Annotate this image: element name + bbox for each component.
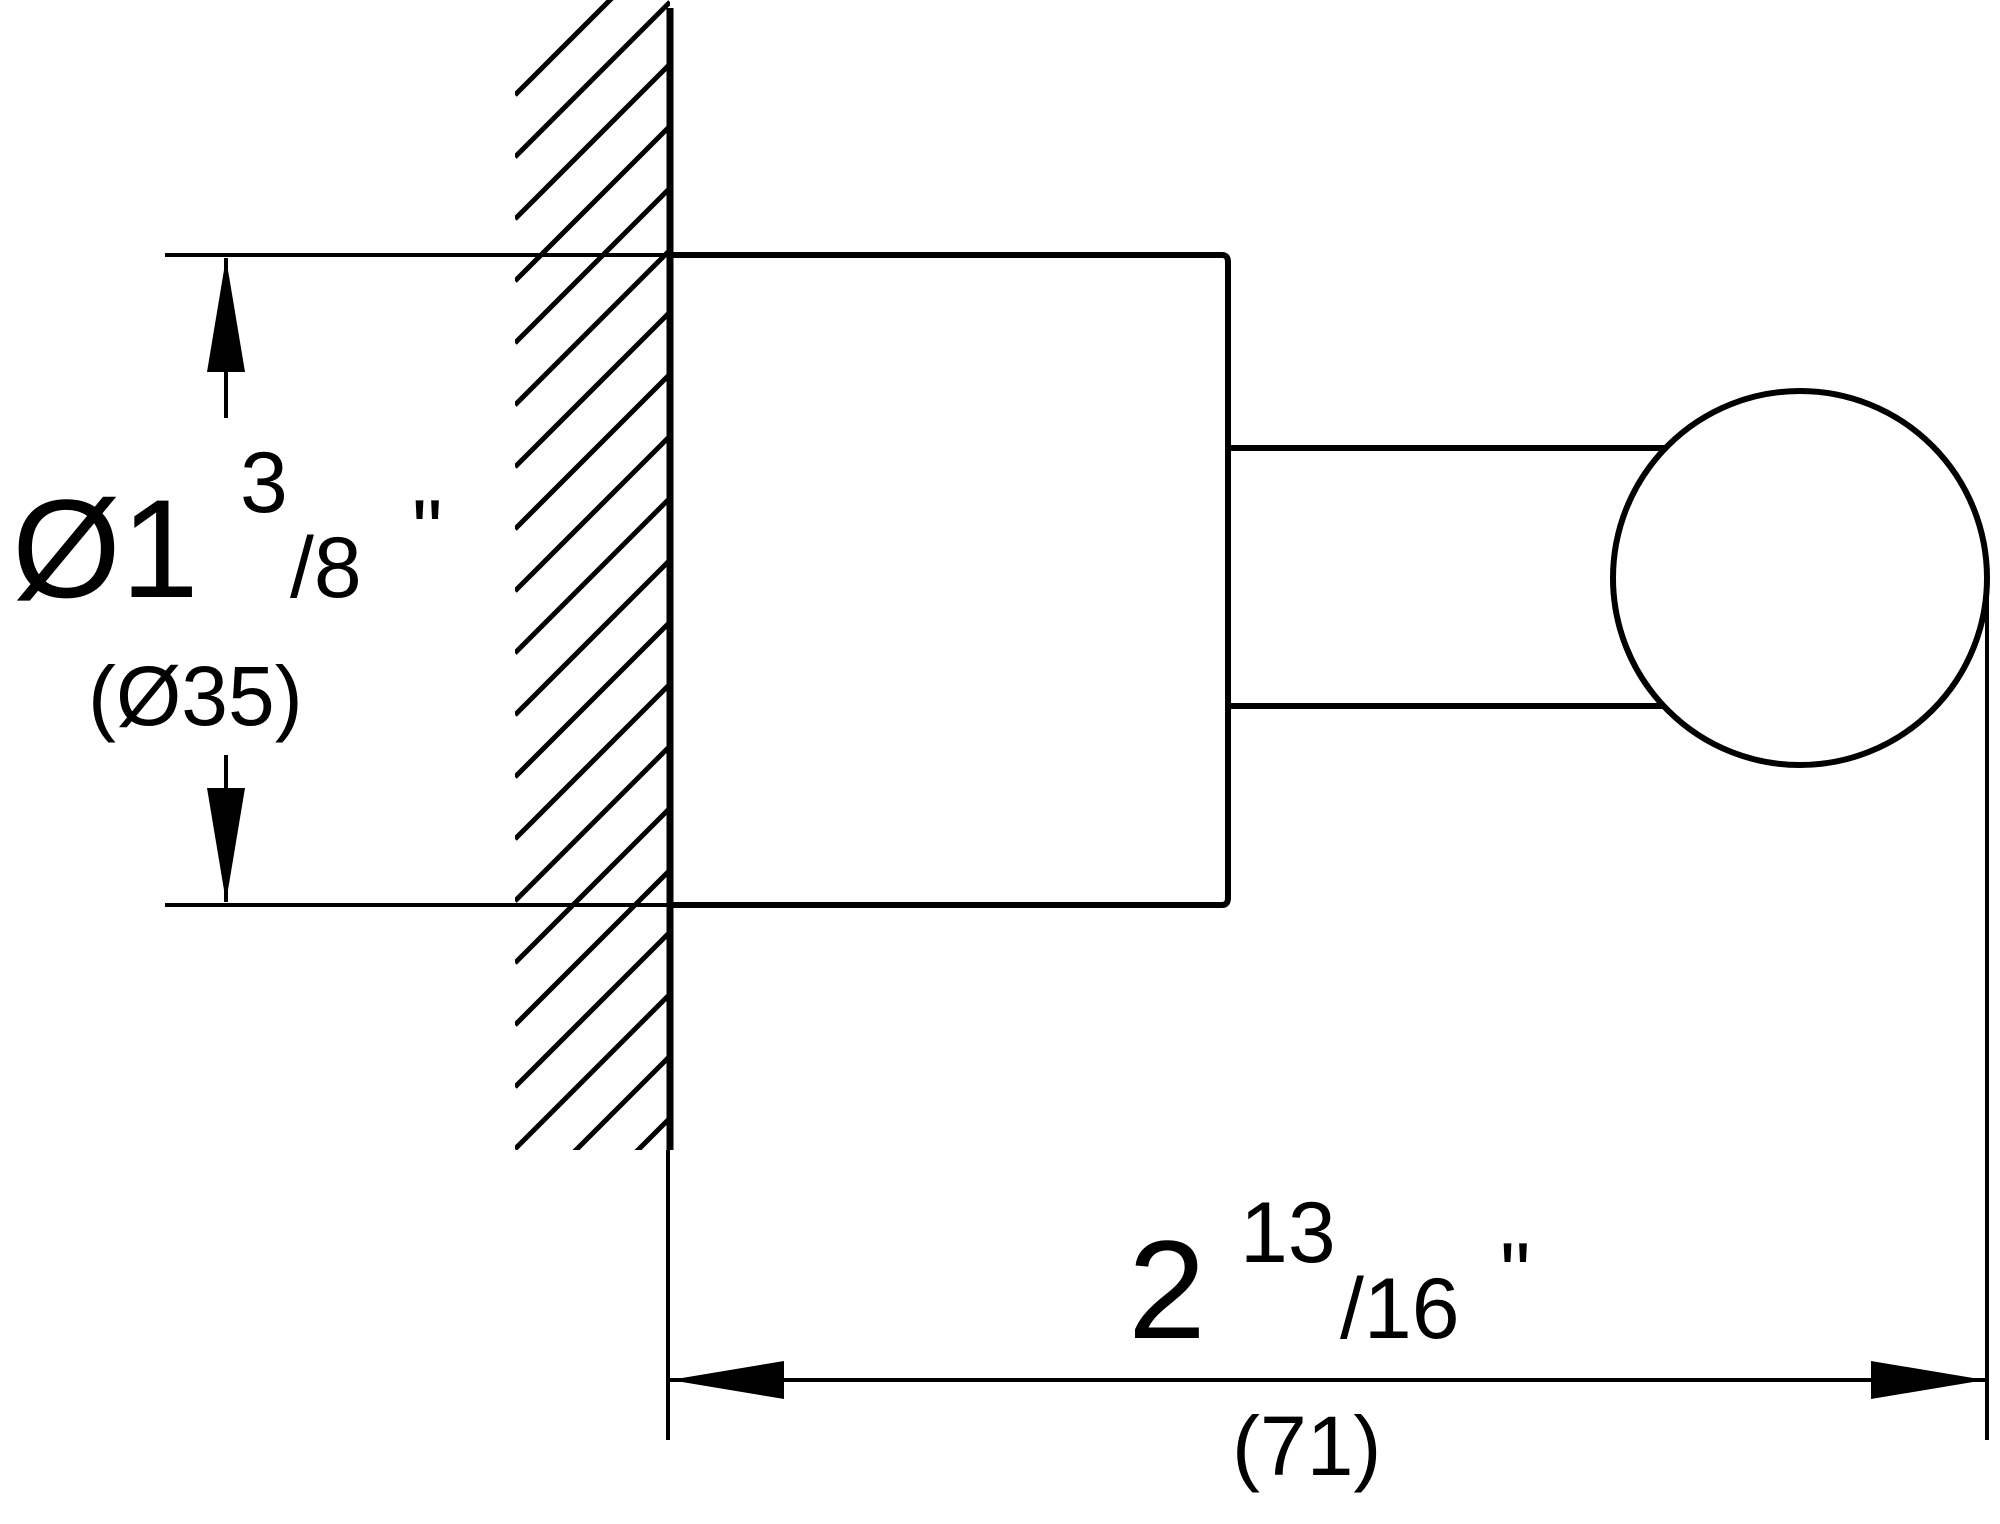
hatch-line <box>515 0 670 159</box>
depth-inch-mark: " <box>1500 1226 1531 1322</box>
diameter-metric-label: (Ø35) <box>88 649 303 743</box>
hatch-line <box>515 806 670 965</box>
svg-text:2: 2 <box>1128 1211 1206 1368</box>
svg-text:": " <box>412 483 443 579</box>
hatch-line <box>515 124 670 283</box>
hatch-line <box>515 434 670 593</box>
hatch-line <box>515 310 670 469</box>
mounting-base <box>670 252 1231 908</box>
depth-arrow-right <box>1871 1361 1985 1399</box>
svg-text:Ø1: Ø1 <box>12 470 199 627</box>
diameter-inch-mark: " <box>412 483 443 579</box>
hatch-line <box>515 248 670 407</box>
hatch-line <box>515 992 670 1150</box>
svg-text:/16: /16 <box>1340 1261 1460 1357</box>
hatch-line <box>572 1054 670 1150</box>
diameter-arrow-up <box>207 258 245 372</box>
hatch-line <box>515 930 670 1089</box>
diameter-arrow-down <box>207 788 245 902</box>
depth-denominator-label: /16 <box>1340 1261 1460 1357</box>
depth-numerator-label: 13 <box>1240 1185 1336 1281</box>
hatch-line <box>515 868 670 1027</box>
depth-whole-label: 2 <box>1128 1211 1206 1368</box>
hatch-line <box>515 1180 670 1335</box>
wall-hatching <box>515 0 670 1335</box>
hatch-line <box>515 558 670 717</box>
diameter-denominator-label: /8 <box>290 520 362 616</box>
hatch-line <box>515 620 670 779</box>
hatch-line <box>515 744 670 903</box>
hatch-line <box>515 62 670 221</box>
diameter-numerator-label: 3 <box>240 435 288 531</box>
svg-text:3: 3 <box>240 435 288 531</box>
hatch-line <box>515 682 670 841</box>
diameter-whole-label: Ø1 <box>12 470 199 627</box>
depth-metric-label: (71) <box>1232 1399 1381 1493</box>
hatch-line <box>515 186 670 345</box>
hatch-line <box>515 0 614 97</box>
hatch-line <box>515 496 670 655</box>
hook-knob <box>1610 388 1990 768</box>
svg-text:(71): (71) <box>1232 1399 1381 1493</box>
hatch-line <box>634 1116 670 1150</box>
depth-arrow-left <box>670 1361 784 1399</box>
svg-text:/8: /8 <box>290 520 362 616</box>
svg-text:13: 13 <box>1240 1185 1336 1281</box>
hatch-line <box>515 372 670 531</box>
svg-text:": " <box>1500 1226 1531 1322</box>
svg-text:(Ø35): (Ø35) <box>88 649 303 743</box>
